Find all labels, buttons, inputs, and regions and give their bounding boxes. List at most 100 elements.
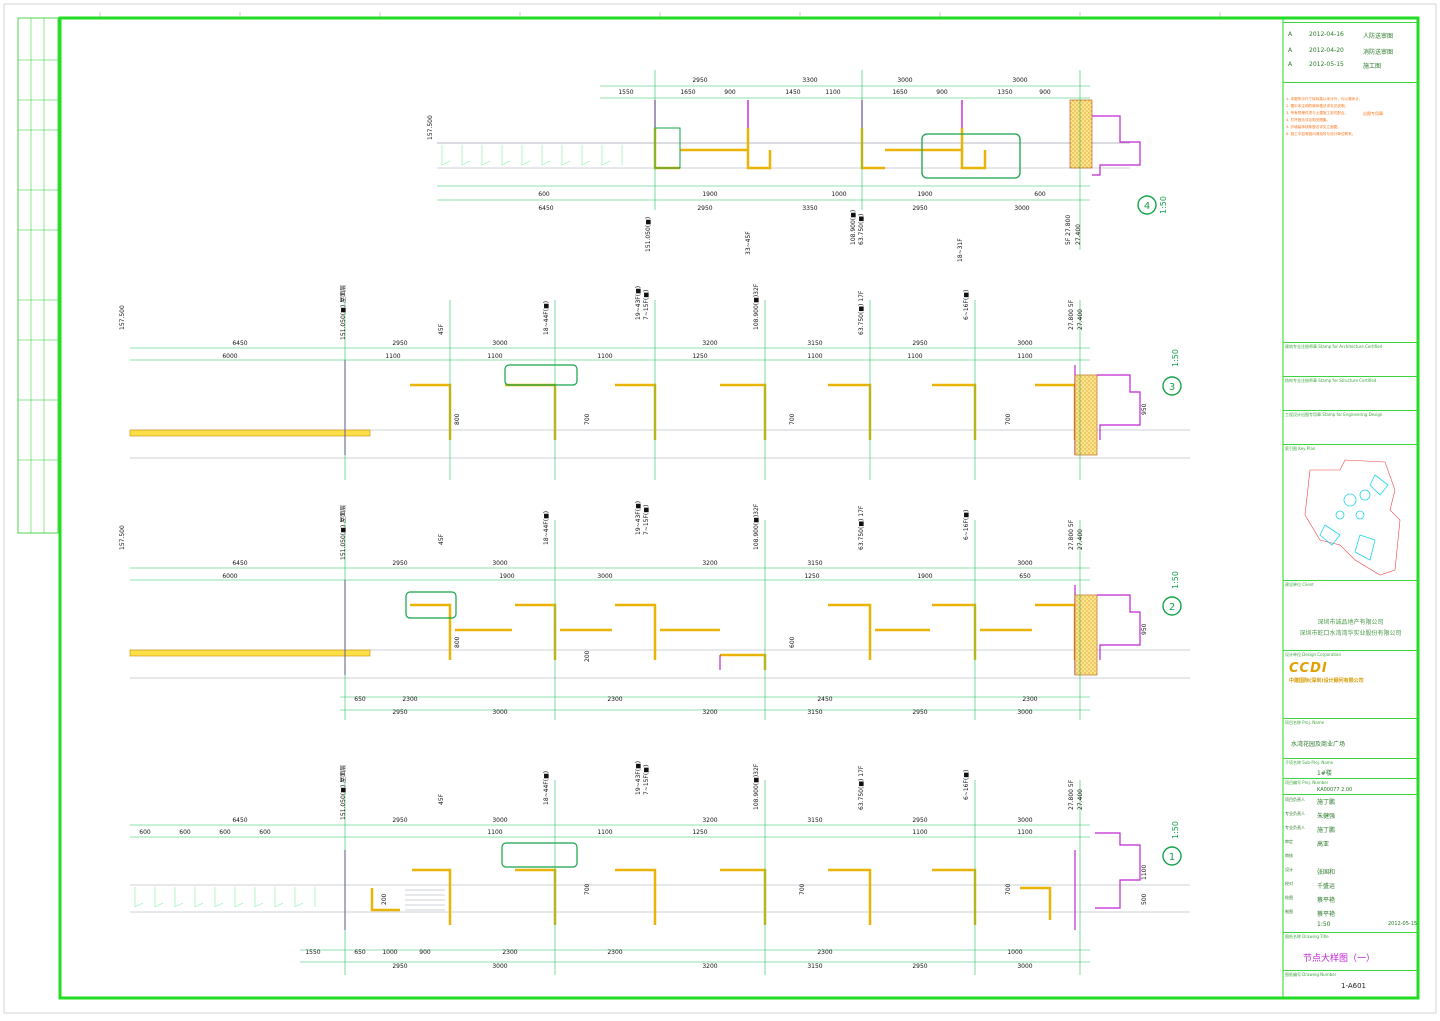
rev-2-desc: 消防送审图 [1363,49,1394,56]
dim-d1-2300a: 2300 [502,949,517,956]
dim-d4-1350: 1350 [997,89,1012,96]
detail-1: 6450 2950 3000 3200 3150 2950 3000 600 6… [130,761,1190,975]
dim-d3-950: 950 [1141,403,1148,415]
detail-1-scale: 1:50 [1171,821,1180,839]
dim-d1-1550: 1550 [305,949,320,956]
d4-top: 157.500 [427,115,434,140]
date-value: 2012-05-15 [1388,921,1418,927]
dim-d2-600: 600 [789,636,796,648]
d4-lv27: 27.400 [1075,224,1082,245]
client-section: 建设单位 Client 深圳市诚品地产有限公司 深圳市蛇口水湾湾华实业股份有限公… [1283,580,1418,650]
drawing-title-section: 图纸名称 Drawing Title 节点大样图（一） [1283,932,1418,970]
note-2: 2. 图中未注明的墙体做法详见总说明。 [1286,104,1349,108]
dim-d3-3200: 3200 [702,340,717,347]
dim-d4-600b: 600 [1034,191,1046,198]
detail-3-number: 3 [1169,382,1175,393]
role-2: 专业负责人 [1285,811,1305,816]
d3-top: 157.500 [119,305,126,330]
dim-d3-700a: 700 [584,413,591,425]
dim-d1-200a: 200 [381,893,388,905]
frame-border [58,16,1420,1000]
role-9-name: 蔡平艳 [1317,911,1336,918]
role-6: 设计 [1285,867,1293,872]
d1-27: 27.400 [1077,789,1084,810]
design-corp-label: 设计单位 Design Corporation [1285,652,1341,657]
dim-d3-2950b: 2950 [912,340,927,347]
dim-d2-650: 650 [1019,573,1031,580]
rev-3-mark: A [1288,61,1293,68]
role-8-name: 蔡平艳 [1317,897,1336,904]
note-5: 5. 外墙装饰线条做法详见立面图。 [1286,125,1341,129]
left-info-strip-text [18,18,58,533]
d1-roof: 151.050(■) 屋面层 [340,765,347,820]
d1-5f: 27.800 5F [1068,779,1075,810]
drawing-number-label: 图纸编号 Drawing Number [1285,972,1337,977]
d1-15f: 7~15F(■) [643,765,650,795]
dim-d1-600b: 600 [179,829,191,836]
drawing-number-section: 图纸编号 Drawing Number 1-A601 [1283,970,1418,996]
notes-area: 1. 本图所示尺寸除标高以米计外，均以毫米计。 2. 图中未注明的墙体做法详见总… [1283,82,1418,342]
dim-d1-2950a: 2950 [392,817,407,824]
dim-d4-3000c: 3000 [1014,205,1029,212]
dim-d4-1650b: 1650 [892,89,907,96]
structure-stamp: 结构专业注册师章 Stamp for Structure Certified [1283,376,1418,410]
drawing-title: 节点大样图（一） [1303,954,1376,964]
key-plan-sketch [1304,459,1401,576]
dim-d1-3000a: 3000 [492,817,507,824]
roles-section: 项目负责人 施丁鹏 专业负责人 朱健强 专业负责人 施丁鹏 审定 高亚 审核 设… [1283,794,1418,932]
dim-d1-1000b: 1000 [1007,949,1022,956]
d1-17f: 63.750(■) 17F [858,765,865,810]
d1-44f: 18~44F(■) [543,771,550,805]
dim-d1-2300b: 2300 [607,949,622,956]
dim-d2-1900b: 1900 [917,573,932,580]
role-2-name: 朱健强 [1317,813,1336,820]
role-3: 专业负责人 [1285,825,1305,830]
dim-d1-2950d: 2950 [912,963,927,970]
note-6: 6. 施工中如有疑问请及时与设计单位联系。 [1286,132,1356,136]
dim-d2-2950a: 2950 [392,560,407,567]
dim-d1-600c: 600 [219,829,231,836]
detail-4-number: 4 [1144,201,1150,212]
dim-d3-700c: 700 [1005,413,1012,425]
rev-1-desc: 人防送审图 [1363,33,1394,40]
key-plan-label: 索引图 Key Plan [1285,446,1316,451]
dimlines-2 [130,520,1090,720]
d3-44f: 18~44F(■) [543,301,550,335]
d3-45f: 45F [438,323,445,335]
d1-16f: 6~16F(■) [963,770,970,800]
drawing-number: 1-A601 [1341,982,1366,990]
stair-hatch [405,889,445,911]
d2-5f: 27.800 5F [1068,519,1075,550]
dim-d2-2300b: 2300 [607,696,622,703]
dim-d1-6450: 6450 [232,817,247,824]
projno-section: 项目编号 Proj. Number KA00077 2.00 [1283,778,1418,794]
detail-1-marker: 1 1:50 [1162,821,1182,866]
dim-d3-800a: 800 [454,413,461,425]
role-4-name: 高亚 [1317,841,1330,848]
dim-d3-1250: 1250 [692,353,707,360]
dim-d4-2950a: 2950 [692,77,707,84]
d4-lv5: 5F 27.800 [1065,215,1072,245]
dim-d1-2300c: 2300 [817,949,832,956]
rev-2-mark: A [1288,47,1293,54]
role-3-name: 施丁鹏 [1317,827,1336,834]
dimlines-3 [130,300,1090,480]
dim-d4-2950c: 2950 [912,205,927,212]
rev-1-mark: A [1288,31,1293,38]
subproject-label: 子项名称 Sub-Proj. Name [1285,760,1334,765]
project-name: 水湾花园及商业广场 [1291,741,1346,748]
dim-d4-1000: 1000 [831,191,846,198]
dim-d1-1100c: 1100 [912,829,927,836]
d3-16f: 6~16F(■) [963,290,970,320]
dim-d2-3000e: 3000 [1017,709,1032,716]
dim-d2-6000: 6000 [222,573,237,580]
dim-d4-3000a: 3000 [897,77,912,84]
dim-d1-1100d: 1100 [1017,829,1032,836]
dim-d2-3150b: 3150 [807,709,822,716]
role-5: 审核 [1285,853,1293,858]
d4-lv151: 151.050(■) [645,217,652,252]
dim-d2-2300a: 2300 [402,696,417,703]
dim-d1-600d: 600 [259,829,271,836]
dim-d1-700b: 700 [799,883,806,895]
